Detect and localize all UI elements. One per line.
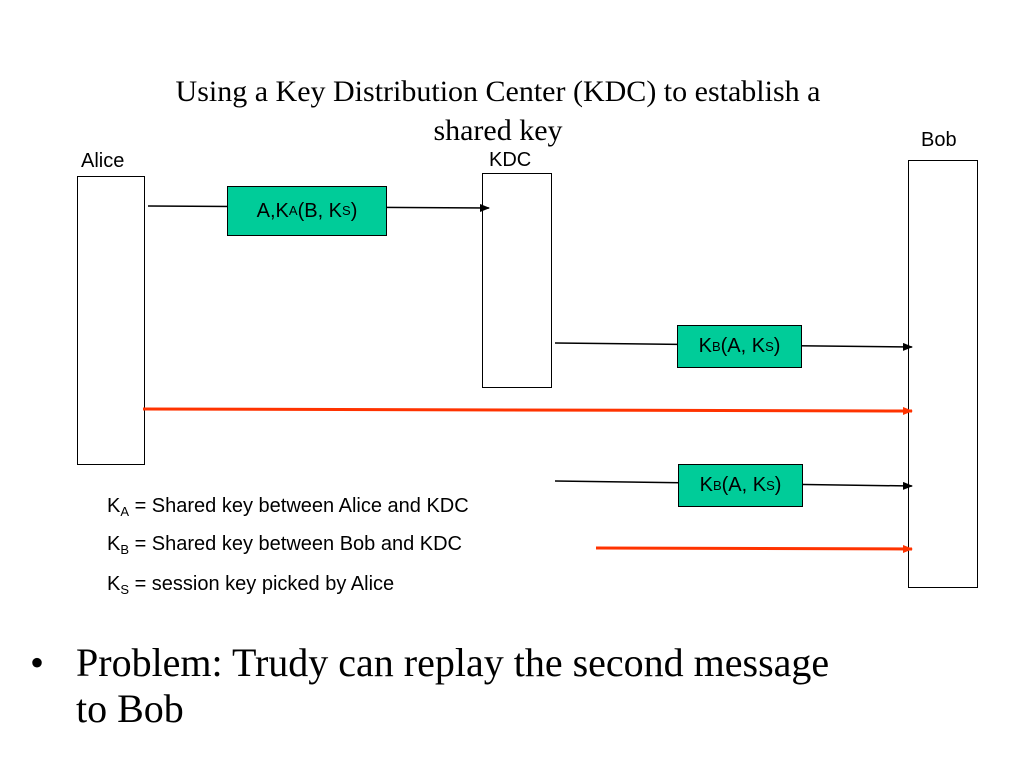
message-1-payload-close: ) xyxy=(350,199,358,222)
message-1-payload-open: (B, K xyxy=(297,199,343,222)
kdc-lifeline xyxy=(482,173,552,388)
arrow-alice-to-bob-session xyxy=(142,406,913,415)
alice-lifeline xyxy=(77,176,145,465)
legend-kb-text: = Shared key between Bob and KDC xyxy=(129,533,463,555)
message-3-payload-close: ) xyxy=(774,474,782,496)
bob-label: Bob xyxy=(921,129,957,151)
bullet-problem: • Problem: Trudy can replay the second m… xyxy=(30,640,830,732)
message-1-key: K xyxy=(275,199,289,222)
legend-ks: KS = session key picked by Alice xyxy=(107,572,394,596)
legend-ka: KA = Shared key between Alice and KDC xyxy=(107,494,469,518)
message-3-payload-open: (A, K xyxy=(721,474,767,496)
legend-ka-text: = Shared key between Alice and KDC xyxy=(129,495,469,517)
legend-ks-sub: S xyxy=(120,582,130,597)
bob-lifeline xyxy=(908,160,978,588)
message-1-prefix: A, xyxy=(256,199,276,222)
legend-ks-symbol: K xyxy=(107,573,121,595)
slide-title: Using a Key Distribution Center (KDC) to… xyxy=(100,72,896,150)
arrow-replay-session xyxy=(595,544,913,553)
title-line-2: shared key xyxy=(433,114,563,147)
legend-kb: KB = Shared key between Bob and KDC xyxy=(107,532,462,556)
legend-ka-sub: A xyxy=(120,504,130,519)
message-3-key: K xyxy=(699,474,713,496)
message-2-payload-close: ) xyxy=(773,335,781,357)
title-line-1: Using a Key Distribution Center (KDC) to… xyxy=(175,75,821,108)
bullet-text: Problem: Trudy can replay the second mes… xyxy=(76,640,830,731)
message-2-key: K xyxy=(698,335,712,357)
kdc-label: KDC xyxy=(489,149,532,171)
legend-kb-symbol: K xyxy=(107,533,121,555)
legend-ks-text: = session key picked by Alice xyxy=(129,573,395,595)
bullet-marker: • xyxy=(30,640,45,685)
alice-label: Alice xyxy=(81,150,125,172)
legend-ka-symbol: K xyxy=(107,495,121,517)
legend-kb-sub: B xyxy=(120,542,130,557)
message-2-payload-open: (A, K xyxy=(720,335,766,357)
